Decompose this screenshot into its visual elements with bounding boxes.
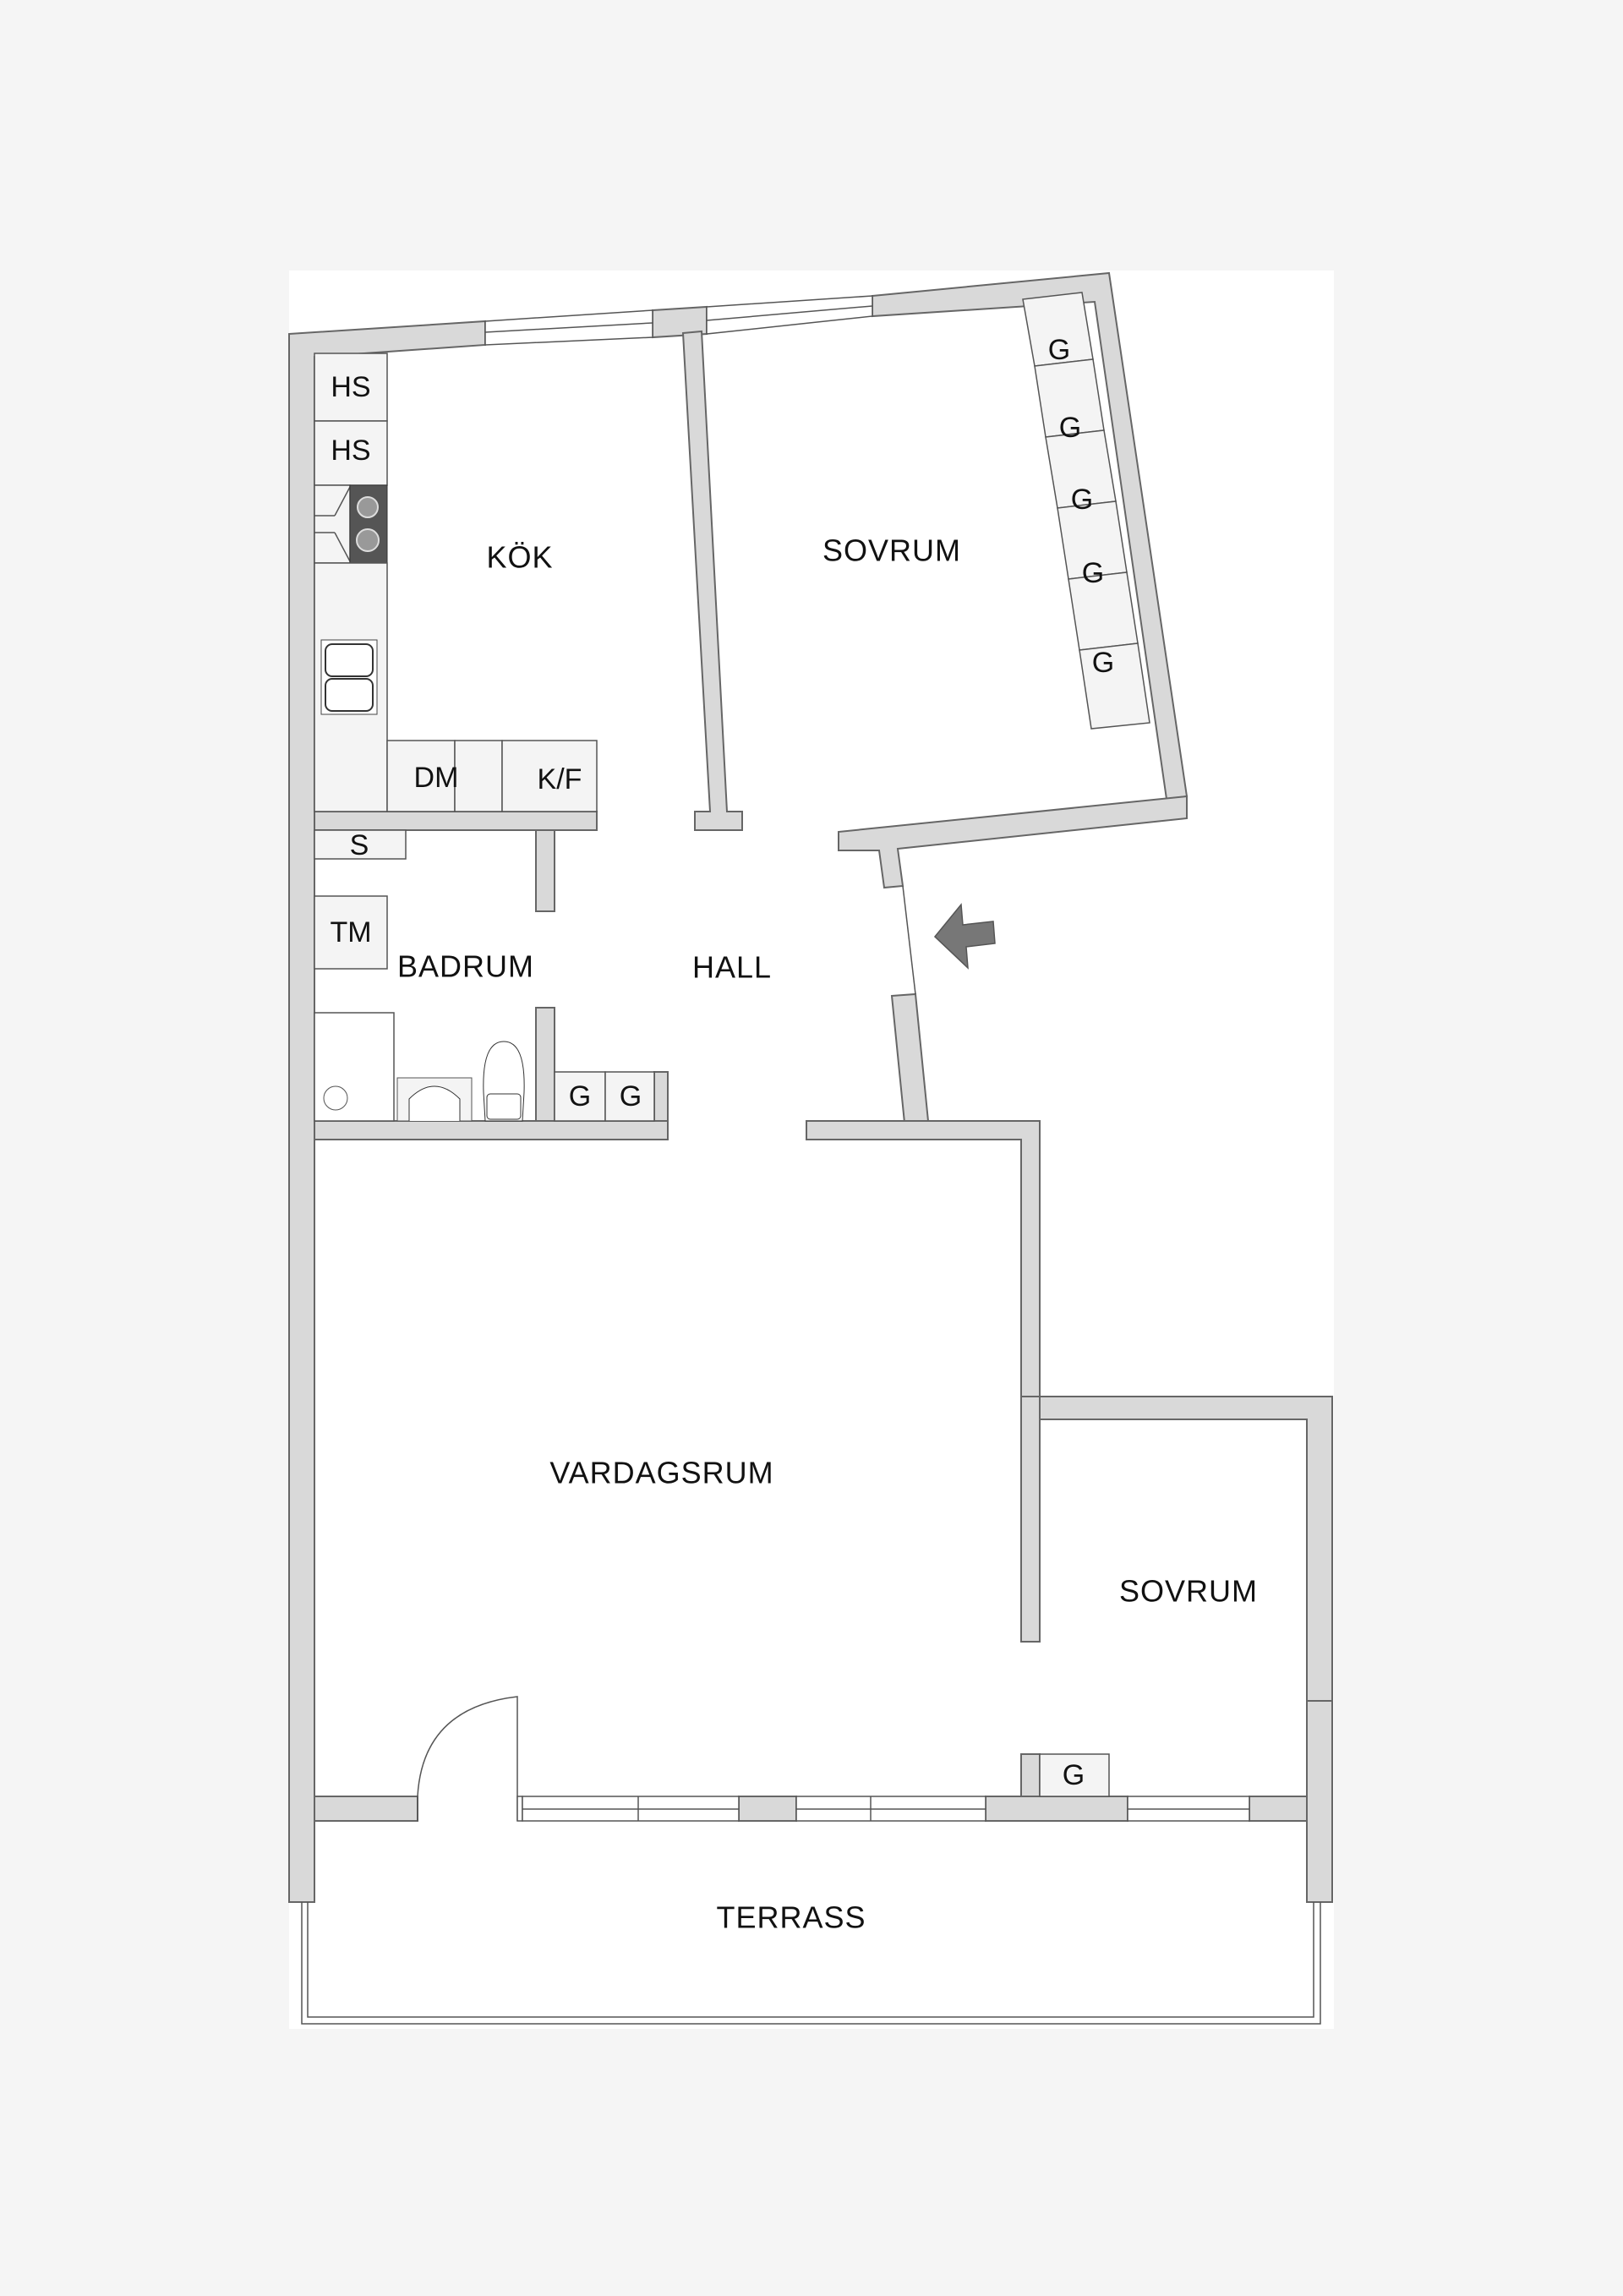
terrace-door-swing (417, 1696, 518, 1821)
bedroom-1-wardrobes (1022, 292, 1150, 730)
unit-label-hs: HS (331, 435, 370, 467)
terrace-railing (301, 1902, 1321, 2025)
wall-hall-wardrobe-end (653, 1071, 669, 1122)
wall-bathroom-hall-lower (535, 1007, 555, 1127)
entrance-door-line (902, 885, 916, 995)
kitchen-units (314, 353, 598, 812)
hall-wardrobes (554, 1071, 655, 1122)
south-wall-right (1249, 1796, 1308, 1822)
room-label-vardagsrum: VARDAGSRUM (549, 1456, 773, 1490)
south-wall-mid (985, 1796, 1128, 1822)
east-wall-lower (1306, 1700, 1333, 1903)
partition-living-bedroom-2 (1020, 1396, 1041, 1643)
south-wall-pillar (738, 1796, 797, 1822)
window-bedroom-1 (706, 295, 873, 335)
room-label-hall: HALL (692, 950, 772, 985)
room-label-sovrum-1: SOVRUM (822, 533, 961, 568)
room-label-badrum: BADRUM (397, 949, 534, 984)
unit-label-tm: TM (330, 916, 371, 948)
room-label-terrass: TERRASS (716, 1900, 866, 1935)
wardrobe-label: G (569, 1080, 591, 1112)
wall-bathroom-living (314, 1120, 669, 1140)
unit-label-s: S (350, 829, 369, 861)
paper (289, 271, 1334, 2029)
wardrobe-label: G (1048, 334, 1070, 366)
room-label-sovrum-2: SOVRUM (1119, 1574, 1258, 1609)
partition-kitchen-bedroom (681, 330, 743, 831)
wardrobe-label: G (1082, 557, 1104, 589)
south-windows (522, 1796, 1250, 1822)
wardrobe-label: G (1059, 412, 1081, 444)
wardrobe-label: G (1063, 1759, 1085, 1791)
wardrobe-label: G (1071, 484, 1093, 516)
wall-bathroom-hall-upper (535, 829, 555, 912)
wardrobe-label: G (1092, 647, 1114, 679)
unit-label-dm: DM (414, 762, 459, 794)
unit-label-kf: K/F (538, 763, 582, 795)
room-label-kok: KÖK (486, 540, 553, 575)
bathroom-units (314, 829, 525, 1122)
unit-label-hs: HS (331, 371, 370, 403)
south-wall-left (314, 1796, 418, 1822)
south-wall-g-nib (1020, 1753, 1041, 1797)
wall-bedroom-1-south (838, 795, 1188, 889)
kitchen-sink (320, 639, 378, 715)
wardrobe-label: G (620, 1080, 642, 1112)
entrance-arrow (933, 903, 996, 970)
wall-kitchen-bathroom (314, 811, 598, 831)
bedroom-2-wardrobe (1039, 1753, 1110, 1797)
